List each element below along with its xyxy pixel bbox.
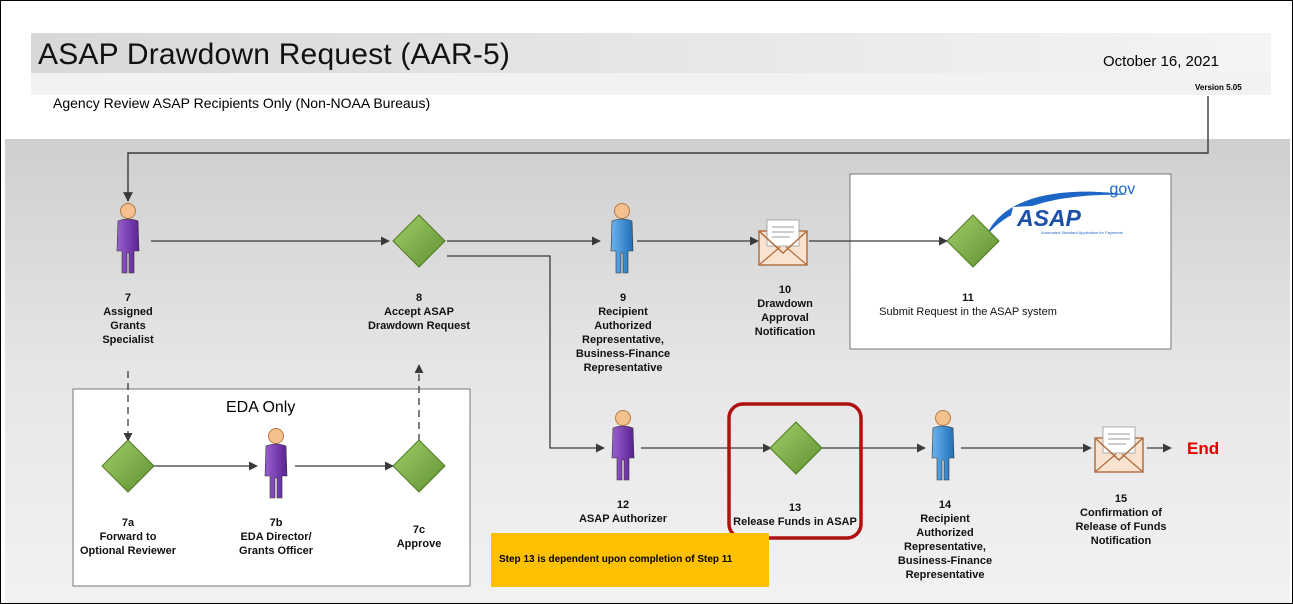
connector-8-12: [447, 255, 605, 453]
end-label: End: [1187, 439, 1220, 458]
subtitle-band: [31, 73, 1271, 95]
asap-logo-tagline: Automated Standard Application for Payme…: [1041, 230, 1123, 235]
eda-only-title: EDA Only: [226, 399, 296, 416]
page-title: ASAP Drawdown Request (AAR-5): [38, 38, 511, 71]
dependency-note: Step 13 is dependent upon completion of …: [491, 533, 769, 587]
page-date: October 16, 2021: [1103, 53, 1219, 70]
step-11-box: [849, 173, 1172, 350]
asap-logo-text: ASAP: [1017, 205, 1081, 231]
step-13-highlight: [727, 402, 863, 540]
loop-back-connector: [123, 96, 1209, 202]
asap-logo-domain: .gov: [1105, 181, 1136, 198]
page-subtitle: Agency Review ASAP Recipients Only (Non-…: [53, 95, 431, 111]
asap-logo: [986, 191, 1129, 237]
page-version: Version 5.05: [1195, 83, 1242, 92]
title-band: [31, 33, 1271, 73]
